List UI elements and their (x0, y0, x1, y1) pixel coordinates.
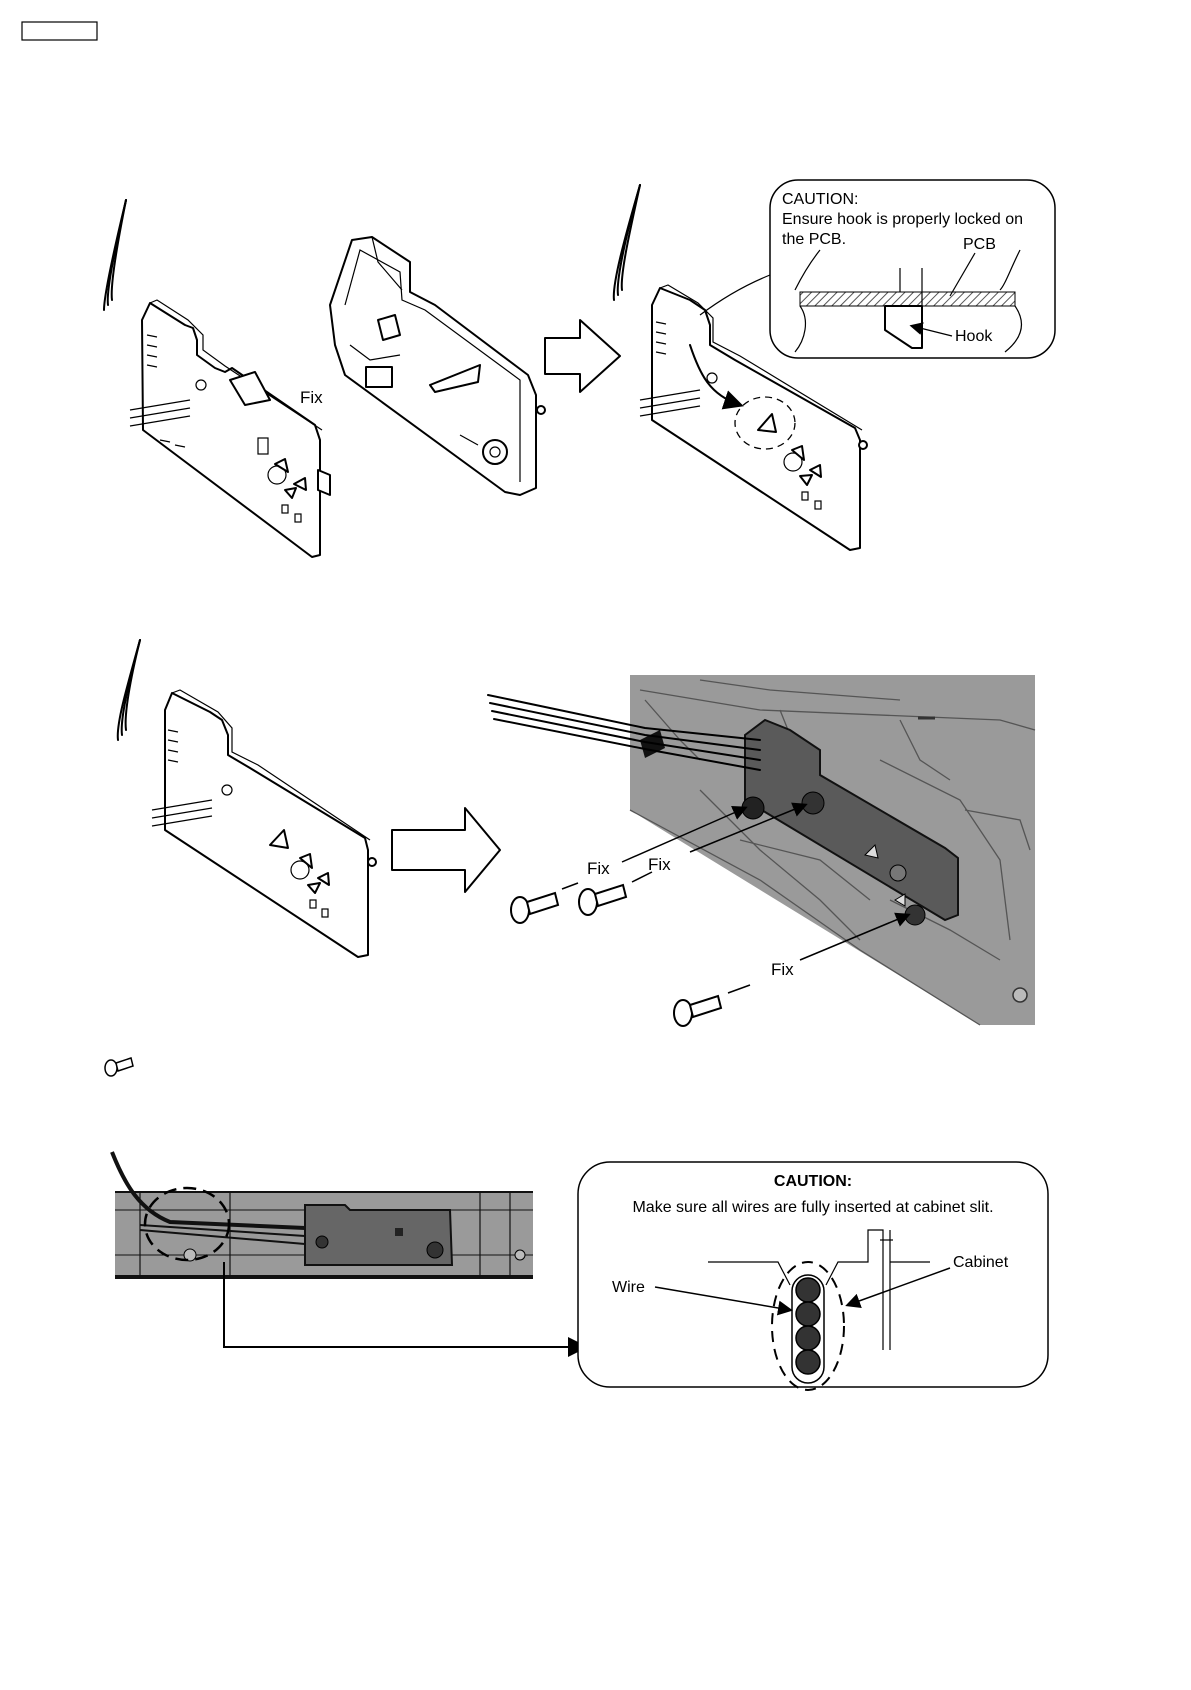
step1-pcb-left (104, 200, 330, 557)
step1-arrow-right-icon (545, 320, 620, 392)
step3-wire-label: Wire (612, 1279, 645, 1296)
screw-icon (674, 996, 721, 1026)
screw-icon (511, 893, 558, 923)
screw-icon (579, 885, 626, 915)
step1-pcb-label: PCB (963, 236, 996, 253)
screw-icon (105, 1058, 133, 1076)
step2-fix-label-1: Fix (587, 859, 610, 878)
step1-caution-line2: the PCB. (782, 231, 846, 248)
step3-caution-box: CAUTION: Make sure all wires are fully i… (578, 1162, 1048, 1390)
step2-arrow-right-icon (392, 808, 500, 892)
step1-caution-line1: Ensure hook is properly locked on (782, 211, 1023, 228)
step2-fix-label-3: Fix (771, 960, 794, 979)
step2-assembled-holder (118, 640, 376, 957)
step3-caution-title: CAUTION: (774, 1173, 852, 1190)
step2-fix-label-2: Fix (648, 855, 671, 874)
step1-caution-box: CAUTION: Ensure hook is properly locked … (770, 180, 1055, 358)
step3-cabinet-photo (112, 1152, 533, 1277)
step3-cabinet-label: Cabinet (953, 1254, 1009, 1271)
step1-hook-label: Hook (955, 328, 993, 345)
step3-caution-text: Make sure all wires are fully inserted a… (632, 1199, 993, 1216)
step1-holder (330, 237, 545, 495)
step1-fix-label: Fix (300, 388, 323, 407)
step2-cabinet-photo (630, 675, 1035, 1025)
step1-caution-title: CAUTION: (782, 191, 858, 208)
page-number-box (22, 22, 97, 40)
